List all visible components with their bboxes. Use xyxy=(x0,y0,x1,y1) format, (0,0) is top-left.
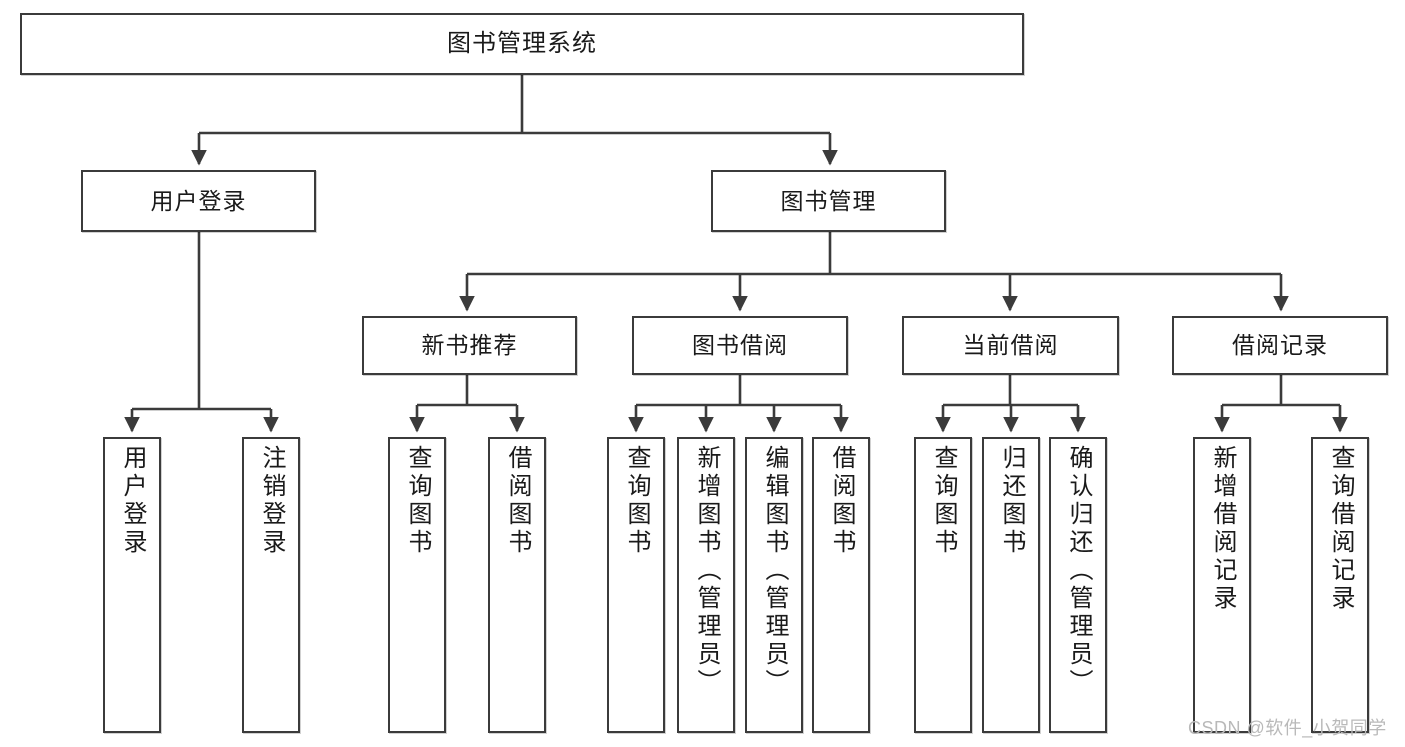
node-leaf-confirm-return-label: 确认归还（管理员） xyxy=(1065,445,1092,697)
node-new-book-recommend[interactable]: 新书推荐 xyxy=(362,316,577,375)
node-leaf-borrow-book-1[interactable]: 借阅图书 xyxy=(488,437,546,733)
node-leaf-query-book-3-label: 查询图书 xyxy=(930,445,957,557)
node-book-borrow-label: 图书借阅 xyxy=(692,332,788,359)
node-leaf-return-book-label: 归还图书 xyxy=(998,445,1025,557)
node-leaf-query-book-2-label: 查询图书 xyxy=(623,445,650,557)
node-leaf-query-book-1[interactable]: 查询图书 xyxy=(388,437,446,733)
csdn-watermark: CSDN @软件_小贺同学 xyxy=(1188,718,1387,738)
node-leaf-return-book[interactable]: 归还图书 xyxy=(982,437,1040,733)
node-book-manage-label: 图书管理 xyxy=(780,187,877,214)
node-leaf-borrow-book-2[interactable]: 借阅图书 xyxy=(812,437,870,733)
node-leaf-logout[interactable]: 注销登录 xyxy=(242,437,300,733)
node-leaf-borrow-book-1-label: 借阅图书 xyxy=(504,445,531,557)
node-leaf-user-login[interactable]: 用户登录 xyxy=(103,437,161,733)
node-user-login[interactable]: 用户登录 xyxy=(81,170,316,232)
node-leaf-add-record-label: 新增借阅记录 xyxy=(1209,445,1236,613)
node-new-book-recommend-label: 新书推荐 xyxy=(421,332,518,359)
node-leaf-logout-label: 注销登录 xyxy=(258,445,285,557)
node-current-borrow-label: 当前借阅 xyxy=(962,332,1059,359)
node-current-borrow[interactable]: 当前借阅 xyxy=(902,316,1119,375)
node-leaf-query-book-1-label: 查询图书 xyxy=(404,445,431,557)
node-leaf-edit-book-label: 编辑图书（管理员） xyxy=(761,445,788,697)
node-leaf-query-record[interactable]: 查询借阅记录 xyxy=(1311,437,1369,733)
node-borrow-record-label: 借阅记录 xyxy=(1232,332,1328,359)
node-borrow-record[interactable]: 借阅记录 xyxy=(1172,316,1388,375)
node-root-label: 图书管理系统 xyxy=(447,30,597,58)
node-book-manage[interactable]: 图书管理 xyxy=(711,170,946,232)
node-leaf-add-book-label: 新增图书（管理员） xyxy=(693,445,720,697)
node-leaf-add-record[interactable]: 新增借阅记录 xyxy=(1193,437,1251,733)
node-leaf-confirm-return[interactable]: 确认归还（管理员） xyxy=(1049,437,1107,733)
node-root[interactable]: 图书管理系统 xyxy=(20,13,1024,75)
node-leaf-add-book[interactable]: 新增图书（管理员） xyxy=(677,437,735,733)
node-leaf-query-book-3[interactable]: 查询图书 xyxy=(914,437,972,733)
node-leaf-edit-book[interactable]: 编辑图书（管理员） xyxy=(745,437,803,733)
node-leaf-borrow-book-2-label: 借阅图书 xyxy=(828,445,855,557)
node-leaf-user-login-label: 用户登录 xyxy=(119,445,146,557)
node-leaf-query-book-2[interactable]: 查询图书 xyxy=(607,437,665,733)
node-leaf-query-record-label: 查询借阅记录 xyxy=(1327,445,1354,613)
node-book-borrow[interactable]: 图书借阅 xyxy=(632,316,848,375)
node-user-login-label: 用户登录 xyxy=(150,187,247,214)
